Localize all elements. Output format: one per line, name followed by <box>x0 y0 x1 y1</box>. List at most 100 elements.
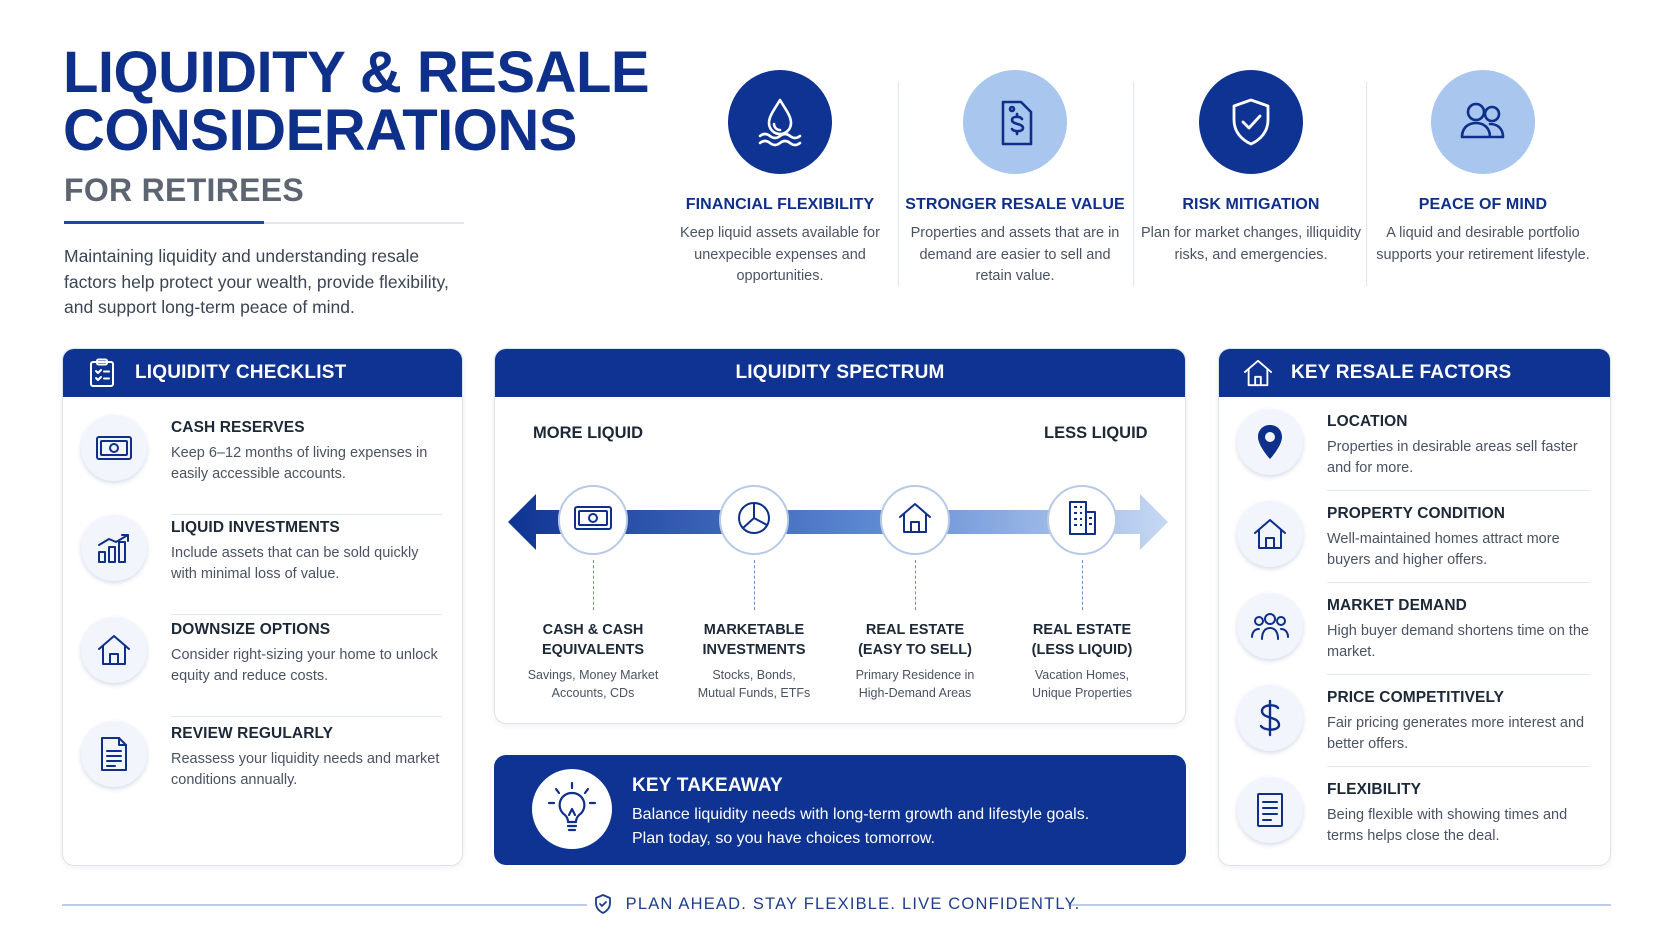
resale-item-title: LOCATION <box>1327 413 1408 430</box>
people-icon <box>1431 70 1535 174</box>
spectrum-category-investments: MARKETABLE INVESTMENTS Stocks, Bonds, Mutu… <box>669 620 839 702</box>
category-desc-line2: Accounts, CDs <box>551 686 635 700</box>
resale-header: KEY RESALE FACTORS <box>1219 349 1610 397</box>
category-desc-line2: Unique Properties <box>1031 686 1133 700</box>
checklist-item-text: Reassess your liquidity needs and market… <box>171 751 440 788</box>
item-divider <box>1327 674 1590 675</box>
connector-line <box>593 560 594 610</box>
page-subtitle: FOR RETIREES <box>64 172 305 208</box>
category-desc-line1: Savings, Money Market <box>527 668 659 682</box>
spectrum-node-investments <box>719 485 789 555</box>
benefit-text: A liquid and desirable portfolio support… <box>1376 225 1590 263</box>
key-resale-factors-panel: KEY RESALE FACTORS LOCATION Properties i… <box>1218 348 1611 866</box>
checklist-item-cash-reserves: CASH RESERVES Keep 6–12 months of living… <box>81 415 442 515</box>
resale-item-title: MARKET DEMAND <box>1327 597 1467 614</box>
checklist-header: LIQUIDITY CHECKLIST <box>63 349 462 397</box>
resale-item-text: Well-maintained homes attract more buyer… <box>1327 531 1560 568</box>
resale-title: KEY RESALE FACTORS <box>1291 362 1512 383</box>
category-title-line2: INVESTMENTS <box>702 642 806 658</box>
connector-line <box>754 560 755 610</box>
category-desc-line2: Mutual Funds, ETFs <box>697 686 811 700</box>
location-pin-icon <box>1237 409 1303 475</box>
footer-line-right <box>1068 904 1611 906</box>
item-divider <box>171 716 442 717</box>
benefit-title: RISK MITIGATION <box>1182 196 1320 213</box>
house-icon <box>1237 501 1303 567</box>
title-line-1: LIQUIDITY & RESALE <box>63 40 650 105</box>
resale-item-text: High buyer demand shortens time on the m… <box>1327 623 1589 660</box>
checklist-item-text: Keep 6–12 months of living expenses in e… <box>171 445 428 482</box>
intro-text: Maintaining liquidity and understanding … <box>64 246 449 317</box>
connector-line <box>1082 560 1083 610</box>
growth-chart-icon <box>81 515 147 581</box>
checklist-item-text: Include assets that can be sold quickly … <box>171 545 419 582</box>
category-title-line1: CASH & CASH <box>542 622 644 638</box>
title-line-2: CONSIDERATIONS <box>63 98 577 163</box>
category-desc-line1: Stocks, Bonds, <box>712 668 796 682</box>
shield-check-icon <box>592 893 614 915</box>
takeaway-line-2: Plan today, so you have choices tomorrow… <box>632 830 935 847</box>
cash-icon <box>81 415 147 481</box>
item-divider <box>171 514 442 515</box>
benefit-text: Plan for market changes, illiquidity ris… <box>1140 225 1362 263</box>
item-divider <box>171 614 442 615</box>
benefit-risk-mitigation: RISK MITIGATION Plan for market changes,… <box>1140 70 1362 266</box>
takeaway-title: KEY TAKEAWAY <box>632 775 783 796</box>
category-desc-line2: High-Demand Areas <box>858 686 972 700</box>
benefit-text: Keep liquid assets available for unexpec… <box>680 225 880 284</box>
connector-line <box>915 560 916 610</box>
benefit-title: STRONGER RESALE VALUE <box>905 196 1125 213</box>
takeaway-line-1: Balance liquidity needs with long-term g… <box>632 806 1090 823</box>
checklist-item-review-regularly: REVIEW REGULARLY Reassess your liquidity… <box>81 721 442 811</box>
category-title-line1: MARKETABLE <box>703 622 805 638</box>
liquidity-checklist-panel: LIQUIDITY CHECKLIST CASH RESERVES Keep 6… <box>62 348 463 866</box>
title-divider <box>64 221 464 224</box>
category-title-line2: (EASY TO SELL) <box>858 642 972 658</box>
checklist-item-liquid-investments: LIQUID INVESTMENTS Include assets that c… <box>81 515 442 615</box>
spectrum-node-real-estate-less <box>1047 485 1117 555</box>
benefit-stronger-resale-value: STRONGER RESALE VALUE Properties and ass… <box>904 70 1126 288</box>
spectrum-category-real-estate-less: REAL ESTATE (LESS LIQUID) Vacation Homes,… <box>997 620 1167 702</box>
cash-icon <box>573 503 613 538</box>
more-liquid-label: MORE LIQUID <box>533 424 643 442</box>
document-icon <box>81 721 147 787</box>
spectrum-header: LIQUIDITY SPECTRUM <box>495 349 1185 397</box>
spectrum-title: LIQUIDITY SPECTRUM <box>735 362 945 383</box>
checklist-item-downsize-options: DOWNSIZE OPTIONS Consider right-sizing y… <box>81 617 442 717</box>
benefit-title: PEACE OF MIND <box>1418 196 1548 213</box>
less-liquid-label: LESS LIQUID <box>1044 424 1148 442</box>
footer-slogan: PLAN AHEAD. STAY FLEXIBLE. LIVE CONFIDEN… <box>0 893 1672 915</box>
benefit-separator <box>898 82 899 286</box>
footer-text: PLAN AHEAD. STAY FLEXIBLE. LIVE CONFIDEN… <box>625 894 1081 913</box>
key-takeaway-banner: KEY TAKEAWAY Balance liquidity needs wit… <box>494 755 1186 865</box>
item-divider <box>1327 582 1590 583</box>
checklist-item-title: DOWNSIZE OPTIONS <box>171 621 331 638</box>
house-icon <box>81 617 147 683</box>
resale-item-text: Properties in desirable areas sell faste… <box>1327 439 1578 476</box>
category-title-line1: REAL ESTATE <box>865 622 965 638</box>
lightbulb-icon <box>532 769 612 849</box>
page-title: LIQUIDITY & RESALE CONSIDERATIONS <box>63 40 650 163</box>
pie-chart-icon <box>736 500 772 541</box>
spectrum-node-cash <box>558 485 628 555</box>
house-icon <box>897 501 933 540</box>
shield-check-icon <box>1199 70 1303 174</box>
checklist-item-title: LIQUID INVESTMENTS <box>171 519 340 536</box>
resale-item-text: Fair pricing generates more interest and… <box>1327 715 1585 752</box>
category-title-line1: REAL ESTATE <box>1032 622 1132 638</box>
clipboard-icon <box>87 358 117 388</box>
category-desc-line1: Vacation Homes, <box>1034 668 1130 682</box>
footer-line-left <box>62 904 587 906</box>
spectrum-node-real-estate-easy <box>880 485 950 555</box>
item-divider <box>1327 490 1590 491</box>
resale-item-title: PRICE COMPETITIVELY <box>1327 689 1505 706</box>
checklist-item-title: CASH RESERVES <box>171 419 305 436</box>
water-drop-icon <box>728 70 832 174</box>
price-tag-dollar-icon <box>963 70 1067 174</box>
spectrum-category-real-estate-easy: REAL ESTATE(EASY TO SELL) Primary Reside… <box>830 620 1000 702</box>
category-title-line2: (LESS LIQUID) <box>1031 642 1133 658</box>
item-divider <box>1327 766 1590 767</box>
resale-item-title: FLEXIBILITY <box>1327 781 1422 798</box>
dollar-icon <box>1237 685 1303 751</box>
